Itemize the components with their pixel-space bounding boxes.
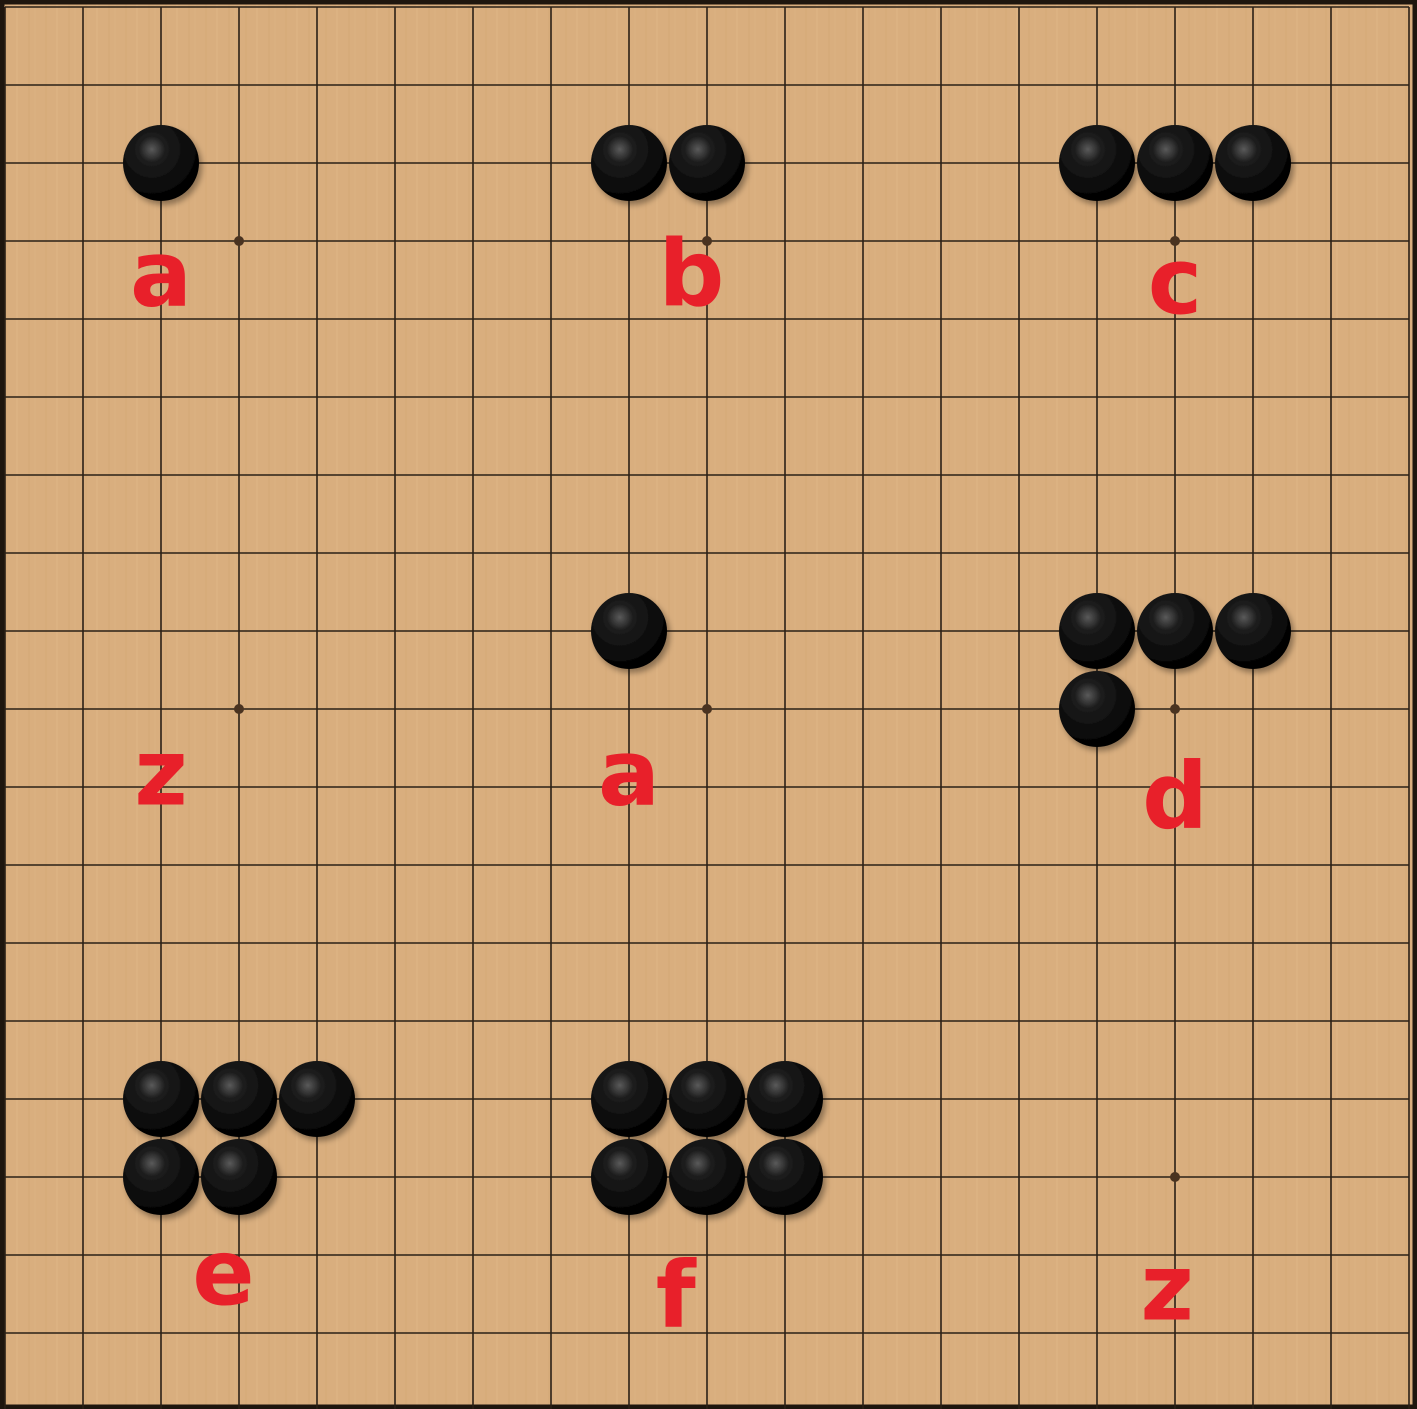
star-point xyxy=(1170,1172,1180,1182)
star-point xyxy=(1170,704,1180,714)
position-label-b: b xyxy=(658,220,724,327)
black-stone[interactable] xyxy=(279,1061,355,1137)
black-stone[interactable] xyxy=(591,1139,667,1215)
position-label-a: a xyxy=(598,720,660,827)
black-stone[interactable] xyxy=(591,1061,667,1137)
black-stone[interactable] xyxy=(1059,125,1135,201)
black-stone[interactable] xyxy=(123,125,199,201)
black-stone[interactable] xyxy=(123,1061,199,1137)
black-stone[interactable] xyxy=(669,1139,745,1215)
position-label-c: c xyxy=(1148,228,1203,335)
black-stone[interactable] xyxy=(747,1061,823,1137)
position-label-d: d xyxy=(1142,743,1208,850)
star-point xyxy=(234,236,244,246)
position-label-f: f xyxy=(656,1242,697,1349)
position-label-a: a xyxy=(130,220,192,327)
star-point xyxy=(234,704,244,714)
star-point xyxy=(702,704,712,714)
position-label-z: z xyxy=(134,720,188,827)
position-label-z: z xyxy=(1140,1234,1194,1341)
black-stone[interactable] xyxy=(747,1139,823,1215)
black-stone[interactable] xyxy=(1137,593,1213,669)
black-stone[interactable] xyxy=(1215,593,1291,669)
black-stone[interactable] xyxy=(669,1061,745,1137)
black-stone[interactable] xyxy=(669,125,745,201)
black-stone[interactable] xyxy=(201,1061,277,1137)
black-stone[interactable] xyxy=(201,1139,277,1215)
black-stone[interactable] xyxy=(591,593,667,669)
position-label-e: e xyxy=(192,1219,254,1326)
black-stone[interactable] xyxy=(591,125,667,201)
black-stone[interactable] xyxy=(1215,125,1291,201)
black-stone[interactable] xyxy=(123,1139,199,1215)
black-stone[interactable] xyxy=(1059,671,1135,747)
black-stone[interactable] xyxy=(1137,125,1213,201)
black-stone[interactable] xyxy=(1059,593,1135,669)
